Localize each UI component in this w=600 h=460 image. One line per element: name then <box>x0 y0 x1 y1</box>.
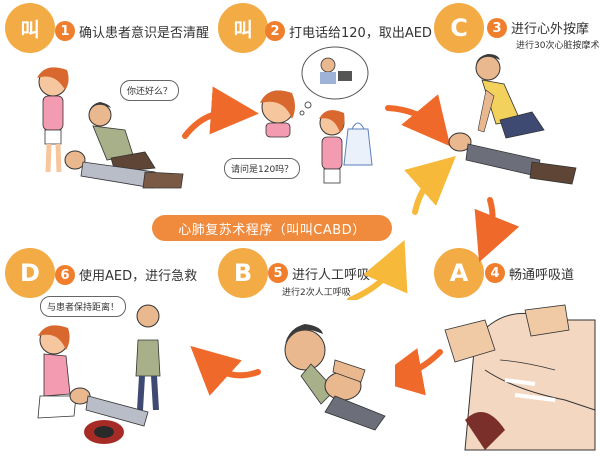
illustration-chest-compressions <box>448 54 577 185</box>
speech-bubble-keep-distance: 与患者保持距离！ <box>40 296 127 317</box>
illustration-open-airway <box>444 304 596 451</box>
step-c-badge: C <box>434 3 484 53</box>
step-6-number: 6 <box>55 265 75 285</box>
step-b-badge: B <box>218 248 268 298</box>
step-3-subtitle: 进行30次心脏按摩术 <box>516 41 600 51</box>
speech-bubble-are-you-ok: 你还好么？ <box>120 80 180 101</box>
cpr-procedure-banner: 心肺复苏术程序（叫叫CABD） <box>152 215 392 241</box>
speech-bubble-is-this-120: 请问是120吗？ <box>224 158 301 179</box>
arrow-step1-to-step2 <box>182 86 259 139</box>
step-5-subtitle: 进行2次人工呼吸 <box>282 288 351 298</box>
illustration-use-aed <box>37 304 161 444</box>
arrow-step5-to-step6 <box>190 345 261 396</box>
step-2-number: 2 <box>265 21 285 41</box>
step-d-badge: D <box>5 248 55 298</box>
illustration-rescue-breathing <box>265 300 395 431</box>
step-1-number: 1 <box>55 21 75 41</box>
arrow-step5-to-step3 <box>347 239 408 303</box>
step-3-number: 3 <box>487 18 507 38</box>
step-6-title: 使用AED，进行急救 <box>79 269 198 284</box>
step-2-title: 打电话给120，取出AED <box>289 26 432 41</box>
illustration-call-120 <box>260 46 373 184</box>
step-1-badge: 叫 <box>5 3 55 53</box>
illustration-check-consciousness <box>37 67 184 189</box>
arrow-step4-to-step5 <box>374 348 443 396</box>
step-4-number: 4 <box>485 263 505 283</box>
arrow-center-to-step3 <box>404 156 456 215</box>
step-4-title: 畅通呼吸道 <box>509 268 575 283</box>
step-5-number: 5 <box>268 263 288 283</box>
arrow-step3-to-step4 <box>474 197 520 263</box>
arrow-step2-to-step3 <box>385 94 451 147</box>
step-3-title: 进行心外按摩 <box>511 22 590 37</box>
step-5-title: 进行人工呼吸 <box>292 268 371 283</box>
step-2-badge: 叫 <box>218 3 268 53</box>
step-1-title: 确认患者意识是否清醒 <box>79 26 210 41</box>
